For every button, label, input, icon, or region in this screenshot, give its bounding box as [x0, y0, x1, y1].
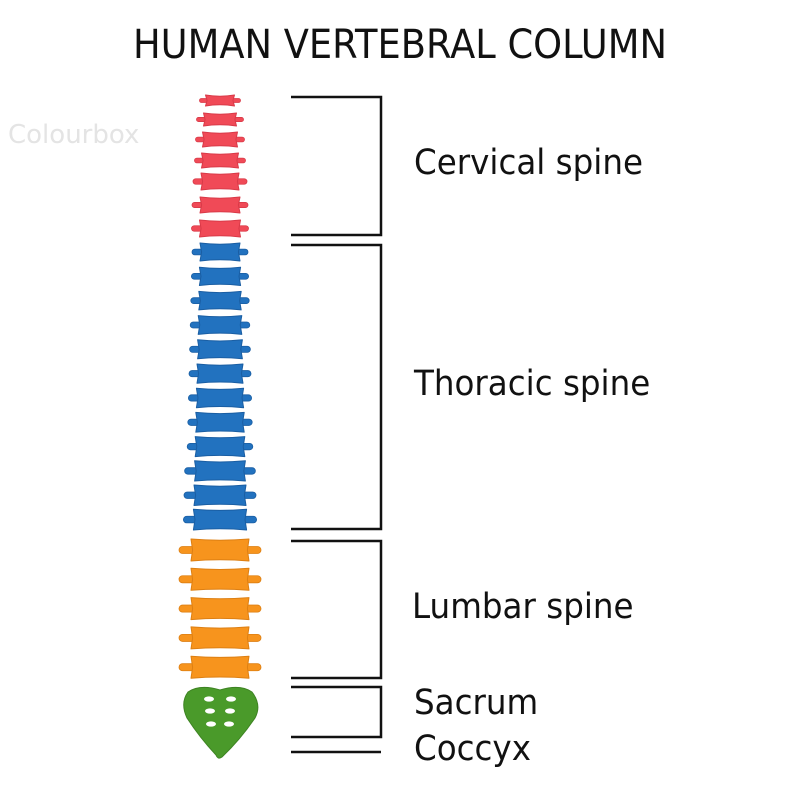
vertebral-body — [190, 655, 250, 679]
label-thoracic: Thoracic spine — [414, 364, 651, 404]
vertebral-body — [197, 315, 243, 335]
vertebral-body — [196, 363, 244, 384]
bracket-lumbar — [291, 539, 383, 680]
thoracic-vertebra-6 — [188, 363, 252, 384]
thoracic-vertebra-4 — [189, 315, 251, 335]
vertebral-body — [190, 567, 250, 591]
vertebral-column — [178, 94, 262, 759]
vertebral-body — [200, 172, 240, 191]
region-brackets — [291, 95, 383, 754]
label-cervical: Cervical spine — [414, 143, 643, 183]
cervical-vertebra-5 — [192, 172, 248, 191]
vertebral-body — [202, 131, 238, 148]
label-sacrum: Sacrum — [414, 683, 539, 723]
diagram-title: HUMAN VERTEBRAL COLUMN — [132, 22, 668, 68]
thoracic-vertebra-7 — [187, 387, 252, 409]
bracket-thoracic — [291, 243, 383, 531]
vertebral-body — [192, 508, 248, 531]
cervical-vertebra-1 — [199, 94, 241, 107]
lumbar-vertebra-2 — [178, 567, 262, 591]
vertebral-body — [199, 196, 241, 214]
vertebral-body — [199, 219, 241, 238]
bracket-cervical — [291, 95, 383, 237]
thoracic-vertebra-1 — [191, 242, 249, 262]
cervical-vertebra-2 — [196, 112, 244, 127]
sacrum — [183, 686, 259, 759]
sacral-foramen-5 — [206, 721, 216, 727]
vertebral-body — [197, 339, 243, 360]
lumbar-vertebra-4 — [178, 626, 262, 650]
vertebral-body — [198, 290, 242, 311]
vertebral-body — [194, 436, 246, 458]
sacral-foramen-4 — [225, 708, 235, 714]
sacral-foramen-2 — [226, 696, 236, 702]
thoracic-vertebra-12 — [182, 508, 257, 531]
thoracic-vertebra-8 — [187, 411, 253, 433]
cervical-vertebra-6 — [191, 196, 249, 214]
vertebral-body — [198, 266, 242, 286]
vertebral-body — [199, 242, 241, 262]
vertebral-body — [205, 94, 235, 107]
thoracic-vertebra-2 — [190, 266, 249, 286]
thoracic-vertebra-5 — [189, 339, 251, 360]
watermark: Colourbox — [8, 120, 140, 150]
vertebral-body — [190, 626, 250, 650]
lumbar-vertebra-5 — [178, 655, 262, 679]
vertebral-body — [201, 152, 239, 169]
bracket-sacrum — [291, 685, 383, 739]
cervical-vertebra-7 — [191, 219, 249, 238]
vertebral-body — [194, 460, 246, 482]
sacral-foramen-3 — [205, 708, 215, 714]
vertebral-body — [190, 597, 250, 621]
label-coccyx: Coccyx — [414, 729, 531, 769]
vertebral-body — [195, 411, 245, 433]
label-lumbar: Lumbar spine — [412, 587, 634, 627]
thoracic-vertebra-10 — [184, 460, 256, 482]
vertebral-body — [203, 112, 237, 127]
vertebral-body — [190, 538, 250, 562]
sacrum-shape — [183, 686, 259, 759]
lumbar-vertebra-1 — [178, 538, 262, 562]
sacral-foramen-1 — [204, 696, 214, 702]
thoracic-vertebra-9 — [186, 436, 254, 458]
thoracic-vertebra-3 — [190, 290, 250, 311]
vertebral-body — [195, 387, 245, 409]
thoracic-vertebra-11 — [183, 484, 257, 506]
sacral-foramen-6 — [224, 721, 234, 727]
vertebral-body — [193, 484, 247, 506]
lumbar-vertebra-3 — [178, 597, 262, 621]
cervical-vertebra-4 — [194, 152, 246, 169]
cervical-vertebra-3 — [195, 131, 245, 148]
